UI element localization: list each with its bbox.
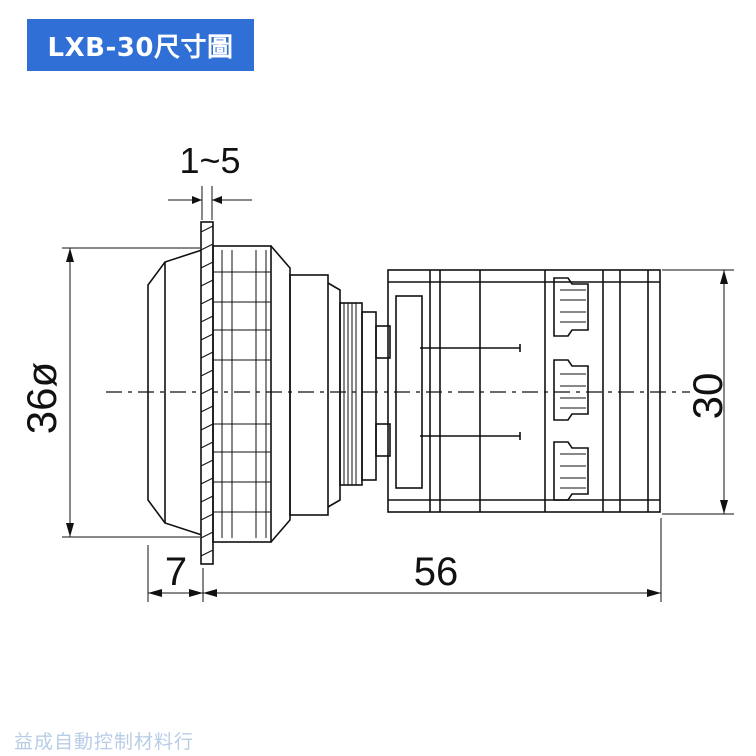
panel-thickness-label: 1~5 xyxy=(179,140,240,181)
diameter-label: 36ø xyxy=(18,362,65,434)
dimension-panel-thickness: 1~5 xyxy=(168,140,252,220)
drawing-title: LXB-30尺寸圖 xyxy=(27,19,254,71)
contact-block xyxy=(387,269,661,513)
total-length-label: 56 xyxy=(414,550,459,594)
front-bezel xyxy=(147,247,209,538)
front-depth-label: 7 xyxy=(165,550,187,594)
body xyxy=(289,274,341,516)
dimension-diameter: 36ø xyxy=(18,247,200,538)
dimension-lengths: 7 56 xyxy=(147,518,662,602)
terminal-screws xyxy=(553,277,589,501)
dimension-height: 30 xyxy=(662,269,734,515)
panel xyxy=(200,221,214,565)
threaded-neck xyxy=(339,302,391,486)
collar xyxy=(212,245,291,543)
watermark: 益成自動控制材料行 xyxy=(14,731,195,753)
height-label: 30 xyxy=(684,373,731,420)
